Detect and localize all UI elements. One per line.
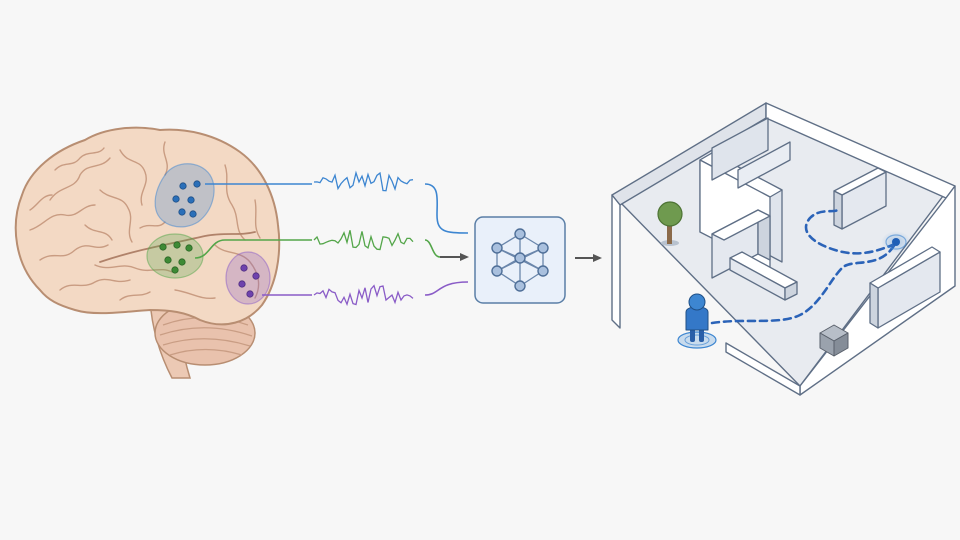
- box-icon: [819, 324, 849, 357]
- signal-route-green: [424, 239, 441, 258]
- electrodes-purple: [238, 264, 260, 298]
- outer-wall-front: [725, 342, 801, 396]
- signal-route-purple: [424, 281, 469, 296]
- region-blue: [154, 163, 215, 228]
- brain-illustration: [14, 126, 281, 379]
- electrodes-blue: [172, 180, 201, 218]
- region-green: [146, 233, 204, 279]
- brain-folds: [29, 141, 261, 301]
- signal-channels: [194, 170, 469, 307]
- target-icon: [881, 231, 911, 253]
- virtual-environment: [611, 102, 956, 396]
- navigation-path: [710, 208, 897, 325]
- person-icon: [677, 293, 717, 349]
- outer-wall-left: [611, 194, 621, 329]
- decoder-box: [474, 216, 566, 304]
- electrodes-green: [159, 241, 193, 274]
- waveform-green: [313, 230, 414, 251]
- waveform-blue: [313, 170, 414, 192]
- signal-route-blue: [424, 183, 469, 234]
- waveform-purple: [313, 284, 414, 307]
- inner-wall-2: [711, 117, 769, 181]
- region-purple: [225, 251, 271, 305]
- neural-network-icon: [491, 228, 549, 292]
- tree-icon: [657, 201, 683, 246]
- signal-line-green: [194, 239, 312, 259]
